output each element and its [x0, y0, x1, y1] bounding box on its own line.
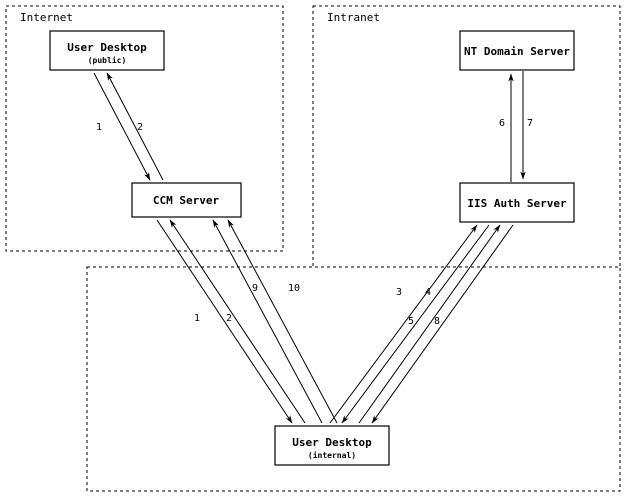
node-title: CCM Server [153, 194, 220, 207]
node-title: User Desktop [292, 436, 372, 449]
zone-boundaries [5, 5, 621, 492]
edge-1-public-line [93, 72, 151, 181]
edge-1-internal-line [156, 219, 293, 424]
edge-8-line [371, 224, 514, 424]
edge-3-line [329, 224, 478, 424]
edge-label-3: 3 [396, 287, 402, 298]
node-box[interactable] [131, 182, 242, 218]
edge-10-line [227, 219, 338, 424]
edge-label-2-public: 2 [137, 122, 143, 133]
edge-label-1-internal: 1 [194, 313, 200, 324]
edge-4-line [341, 224, 490, 424]
node-title: IIS Auth Server [467, 197, 567, 210]
node-iis-auth-server[interactable]: IIS Auth Server [459, 182, 575, 223]
edge-label-4: 4 [425, 287, 431, 298]
node-nt-domain-server[interactable]: NT Domain Server [459, 30, 575, 71]
node-subtitle: (public) [88, 55, 127, 65]
node-box[interactable] [49, 30, 165, 71]
edge-9-line [212, 219, 323, 424]
edge-label-7: 7 [527, 118, 533, 129]
node-title: User Desktop [67, 41, 147, 54]
zone-internal-lan-boundary [86, 266, 621, 492]
edge-2-public-line [106, 72, 164, 181]
zone-label-internet: Internet [20, 11, 73, 24]
edge-label-8: 8 [434, 316, 440, 327]
node-subtitle: (internal) [308, 450, 356, 460]
edge-labels: 1 2 1 2 9 10 3 4 5 8 6 7 [96, 118, 533, 327]
edge-label-9: 9 [252, 283, 258, 294]
edge-label-6: 6 [499, 118, 505, 129]
node-box[interactable] [459, 182, 575, 223]
node-title: NT Domain Server [464, 45, 570, 58]
edge-label-10: 10 [288, 283, 300, 294]
node-user-desktop-internal[interactable]: User Desktop (internal) [274, 425, 390, 466]
edge-5-line [358, 224, 501, 424]
node-user-desktop-public[interactable]: User Desktop (public) [49, 30, 165, 71]
node-box[interactable] [274, 425, 390, 466]
zone-label-intranet: Intranet [327, 11, 380, 24]
edge-2-internal-line [169, 219, 306, 424]
zone-internet-boundary [5, 5, 284, 252]
edges [93, 71, 526, 424]
node-ccm-server[interactable]: CCM Server [131, 182, 242, 218]
edge-label-1-public: 1 [96, 122, 102, 133]
edge-label-5: 5 [408, 316, 414, 327]
edge-label-2-internal: 2 [226, 313, 232, 324]
node-box[interactable] [459, 30, 575, 71]
